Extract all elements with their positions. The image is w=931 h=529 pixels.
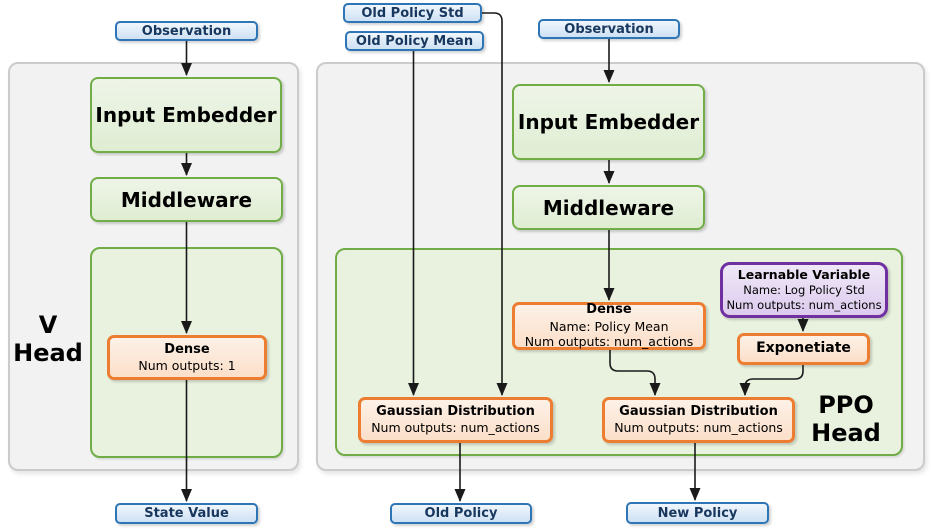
dense-box-v-line1: Num outputs: 1 [138,357,236,373]
input-embedder-box-ppo: Input Embedder [512,84,705,160]
ppo-head-label: PPO Head [795,391,897,447]
new-policy-box: New Policy [626,502,769,524]
dense-policy-mean-box: Dense Name: Policy Mean Num outputs: num… [512,302,706,350]
v-head-label-line1: V [38,311,58,339]
dense-policy-mean-line2: Num outputs: num_actions [524,334,694,350]
observation-box-ppo: Observation [538,19,680,39]
observation-box-v: Observation [115,21,258,41]
gaussian-distribution-new-box: Gaussian Distribution Num outputs: num_a… [602,397,795,443]
learnable-variable-title: Learnable Variable [737,266,871,282]
dense-box-v-title: Dense [164,341,210,357]
gaussian-old-title: Gaussian Distribution [376,404,535,420]
old-policy-box: Old Policy [390,503,532,524]
dense-policy-mean-line1: Name: Policy Mean [549,318,669,334]
gaussian-new-line1: Num outputs: num_actions [614,420,783,436]
gaussian-new-title: Gaussian Distribution [619,404,778,420]
input-embedder-box-v: Input Embedder [90,77,282,153]
middleware-box-v: Middleware [90,177,283,222]
gaussian-old-line1: Num outputs: num_actions [371,420,540,436]
gaussian-distribution-old-box: Gaussian Distribution Num outputs: num_a… [358,397,553,443]
learnable-variable-line2: Num outputs: num_actions [726,298,882,313]
v-head-label: V Head [8,311,88,367]
exponetiate-box: Exponetiate [737,333,870,365]
state-value-box: State Value [115,503,258,524]
dense-policy-mean-title: Dense [586,302,632,318]
learnable-variable-line1: Name: Log Policy Std [743,283,865,298]
ppo-head-label-line2: Head [811,419,881,448]
old-policy-mean-box: Old Policy Mean [345,31,484,51]
v-head-label-line2: Head [13,339,83,368]
dense-box-v: Dense Num outputs: 1 [107,335,267,380]
old-policy-std-box: Old Policy Std [343,3,482,23]
learnable-variable-box: Learnable Variable Name: Log Policy Std … [720,262,888,318]
exponetiate-label: Exponetiate [756,340,851,357]
middleware-box-ppo: Middleware [512,185,705,230]
ppo-head-label-line1: PPO [818,391,874,419]
